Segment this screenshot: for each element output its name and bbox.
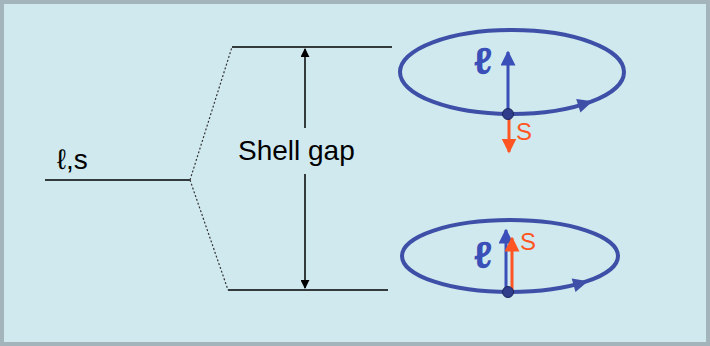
gap-arrow: [304, 174, 306, 288]
nucleon-dot: [503, 287, 514, 298]
orbit-ellipse: [400, 30, 624, 114]
orbit-arrowhead: [572, 279, 588, 292]
orbital-symbol: ℓ: [474, 236, 493, 274]
upper-level: [232, 46, 392, 48]
orbit-ellipse: [402, 220, 618, 292]
splitting-line: [190, 47, 232, 180]
nucleon-dot: [503, 109, 514, 120]
gap-label: Shell gap: [238, 137, 355, 165]
unsplit-level: [45, 179, 190, 181]
orbit-arrowhead: [576, 99, 592, 112]
orbital-symbol: ℓ: [474, 42, 493, 80]
lower-level: [228, 289, 388, 291]
spin-symbol: S: [520, 230, 536, 254]
orbital-momentum-arrow: [505, 230, 508, 292]
gap-arrow: [304, 49, 306, 128]
spin-symbol: S: [516, 120, 532, 144]
splitting-line: [190, 180, 228, 290]
level-label: ℓ,s: [57, 146, 88, 174]
orbital-momentum-arrow: [507, 52, 510, 114]
spin-arrow: [511, 238, 514, 292]
